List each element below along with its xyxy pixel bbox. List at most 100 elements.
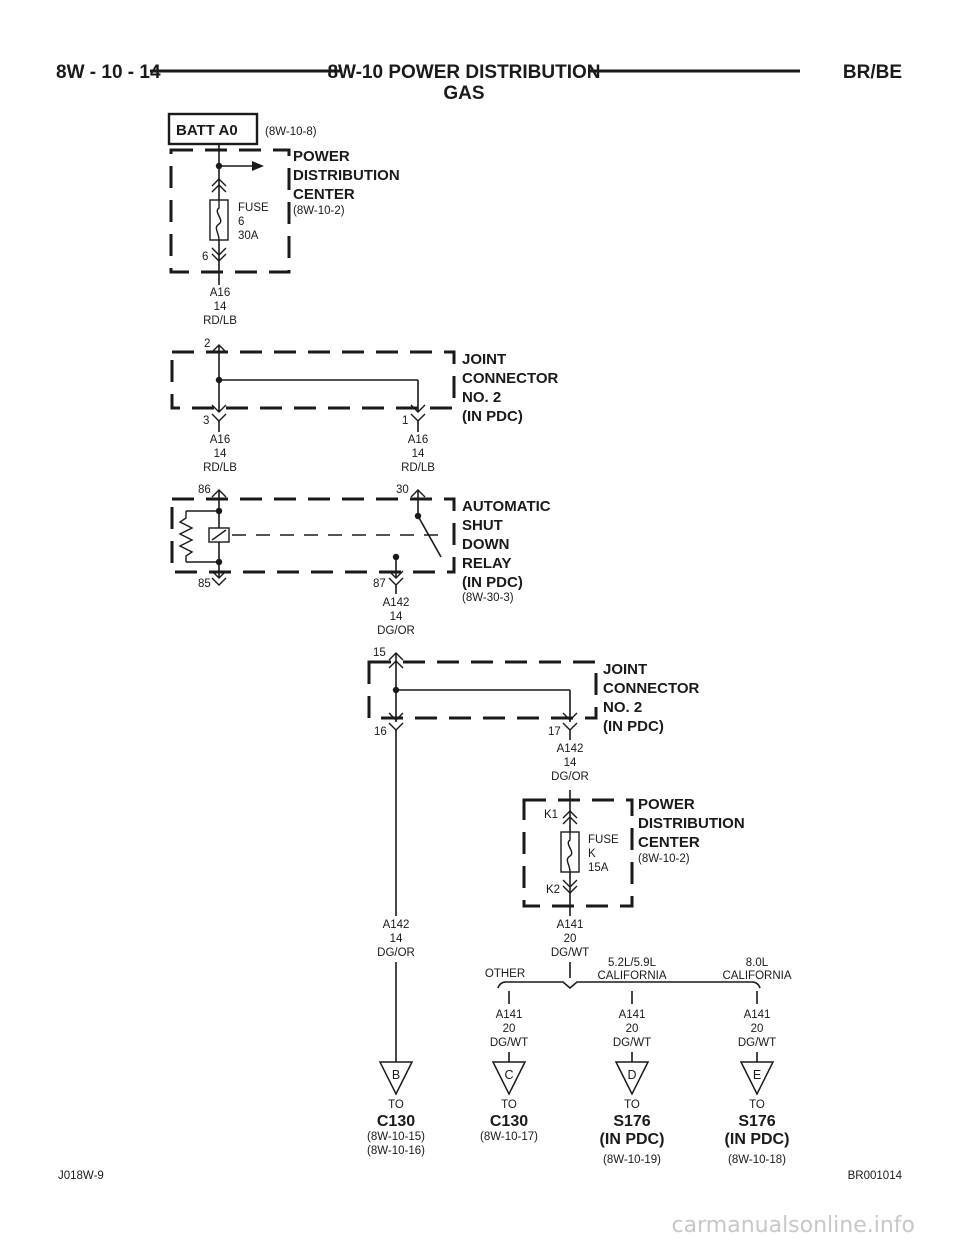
dest-e-name-2: (IN PDC) <box>725 1131 790 1148</box>
dest-d-to: TO <box>624 1099 640 1111</box>
dest-c-ref-1: (8W-10-17) <box>480 1131 538 1143</box>
pdc2-fuse-rating: 15A <box>588 862 609 874</box>
wire-a16-1-circuit: A16 <box>210 287 230 299</box>
wire-a141-e-color: DG/WT <box>738 1037 776 1049</box>
asd-name-4: RELAY <box>462 555 511 572</box>
joint-connector-box-1 <box>170 350 456 410</box>
relay-switch-icon <box>417 515 442 558</box>
wire-a141-e-gauge: 20 <box>751 1023 764 1035</box>
jc1-pin-in: 2 <box>204 338 210 350</box>
wire-a141-main-color: DG/WT <box>551 947 589 959</box>
pdc1-name-2: DISTRIBUTION <box>293 167 400 184</box>
wire-a142-1-circuit: A142 <box>383 597 410 609</box>
page-number: 8W - 10 - 14 <box>56 62 161 83</box>
pdc-box-1 <box>169 148 291 274</box>
dest-b-ref-2: (8W-10-16) <box>367 1145 425 1157</box>
jc1-name-4: (IN PDC) <box>462 408 523 425</box>
wire-a16-1-color: RD/LB <box>203 315 237 327</box>
page-subtitle: GAS <box>443 83 484 104</box>
dest-b-to: TO <box>388 1099 404 1111</box>
batt-label-box <box>167 112 259 146</box>
batt-ref: (8W-10-8) <box>265 126 317 138</box>
dest-d-letter: D <box>627 1068 636 1082</box>
jc2-name-4: (IN PDC) <box>603 718 664 735</box>
batt-label: BATT A0 <box>176 122 238 139</box>
wire-a16-3-circuit: A16 <box>408 434 428 446</box>
dest-c-to: TO <box>501 1099 517 1111</box>
pdc2-pin-top: K1 <box>544 809 558 821</box>
pdc2-ref: (8W-10-2) <box>638 853 690 865</box>
wire-a16-1-gauge: 14 <box>214 301 227 313</box>
jc2-pin-in: 15 <box>373 647 386 659</box>
asd-pin-87: 87 <box>373 578 386 590</box>
wire-a141-c-color: DG/WT <box>490 1037 528 1049</box>
wire-a16-2-circuit: A16 <box>210 434 230 446</box>
wire-a141-d-circuit: A141 <box>619 1009 646 1021</box>
pdc1-fuse-number: 6 <box>238 216 244 228</box>
asd-name-1: AUTOMATIC <box>462 498 551 515</box>
wire-a16-3-gauge: 14 <box>412 448 425 460</box>
jc1-pin-right: 1 <box>402 415 408 427</box>
asd-name-2: SHUT <box>462 517 503 534</box>
wire-a141-c-gauge: 20 <box>503 1023 516 1035</box>
pdc2-fuse-number: K <box>588 848 596 860</box>
connector-c-icon <box>491 1061 527 1096</box>
dest-b-name: C130 <box>377 1113 415 1130</box>
connector-e-icon <box>739 1061 775 1096</box>
wire-a142-3-gauge: 14 <box>390 933 403 945</box>
wire-a142-3-circuit: A142 <box>383 919 410 931</box>
dest-d-name-2: (IN PDC) <box>600 1131 665 1148</box>
pdc1-name-3: CENTER <box>293 186 355 203</box>
pdc-box-2 <box>522 798 634 908</box>
option-3-line-1: 8.0L <box>746 957 769 969</box>
jc1-name-1: JOINT <box>462 351 506 368</box>
option-splice <box>497 981 761 990</box>
option-other: OTHER <box>485 968 525 980</box>
dest-b-ref-1: (8W-10-15) <box>367 1131 425 1143</box>
jc2-name-3: NO. 2 <box>603 699 642 716</box>
jc1-name-3: NO. 2 <box>462 389 501 406</box>
dest-c-name: C130 <box>490 1113 528 1130</box>
pdc2-name-3: CENTER <box>638 834 700 851</box>
footer-right: BR001014 <box>848 1170 903 1182</box>
dest-e-to: TO <box>749 1099 765 1111</box>
wire-a142-1-color: DG/OR <box>377 625 415 637</box>
asd-name-5: (IN PDC) <box>462 574 523 591</box>
asd-name-3: DOWN <box>462 536 510 553</box>
option-2-line-1: 5.2L/5.9L <box>608 957 657 969</box>
jc1-name-2: CONNECTOR <box>462 370 559 387</box>
jc2-pin-right: 17 <box>548 726 561 738</box>
asd-pin-85: 85 <box>198 578 211 590</box>
jc2-name-2: CONNECTOR <box>603 680 700 697</box>
jc2-pin-left: 16 <box>374 726 387 738</box>
pdc2-fuse-label: FUSE <box>588 834 619 846</box>
wire-a16-2-gauge: 14 <box>214 448 227 460</box>
wire-a141-c-circuit: A141 <box>496 1009 523 1021</box>
dest-e-ref-1: (8W-10-18) <box>728 1154 786 1166</box>
dest-d-name: S176 <box>613 1113 650 1130</box>
footer-left: J018W-9 <box>58 1170 104 1182</box>
asd-ref: (8W-30-3) <box>462 592 514 604</box>
connector-d-icon <box>614 1061 650 1096</box>
resistor-icon <box>178 511 194 562</box>
pdc1-name-1: POWER <box>293 148 350 165</box>
wire-a142-1-gauge: 14 <box>390 611 403 623</box>
dest-e-letter: E <box>753 1068 761 1082</box>
pdc1-fuse-label: FUSE <box>238 202 269 214</box>
wire-a16-2-color: RD/LB <box>203 462 237 474</box>
option-2-line-2: CALIFORNIA <box>597 970 666 982</box>
pdc2-name-2: DISTRIBUTION <box>638 815 745 832</box>
joint-connector-box-2 <box>367 660 598 720</box>
wire-a141-d-color: DG/WT <box>613 1037 651 1049</box>
jc1-pin-left: 3 <box>203 415 209 427</box>
pdc1-fuse-rating: 30A <box>238 230 259 242</box>
asd-relay-box <box>170 497 456 574</box>
wire-a141-e-circuit: A141 <box>744 1009 771 1021</box>
arrow-icon <box>252 161 264 171</box>
option-3-line-2: CALIFORNIA <box>722 970 791 982</box>
asd-pin-86: 86 <box>198 484 211 496</box>
wire-a142-3-color: DG/OR <box>377 947 415 959</box>
wire-a141-d-gauge: 20 <box>626 1023 639 1035</box>
dest-d-ref-1: (8W-10-19) <box>603 1154 661 1166</box>
